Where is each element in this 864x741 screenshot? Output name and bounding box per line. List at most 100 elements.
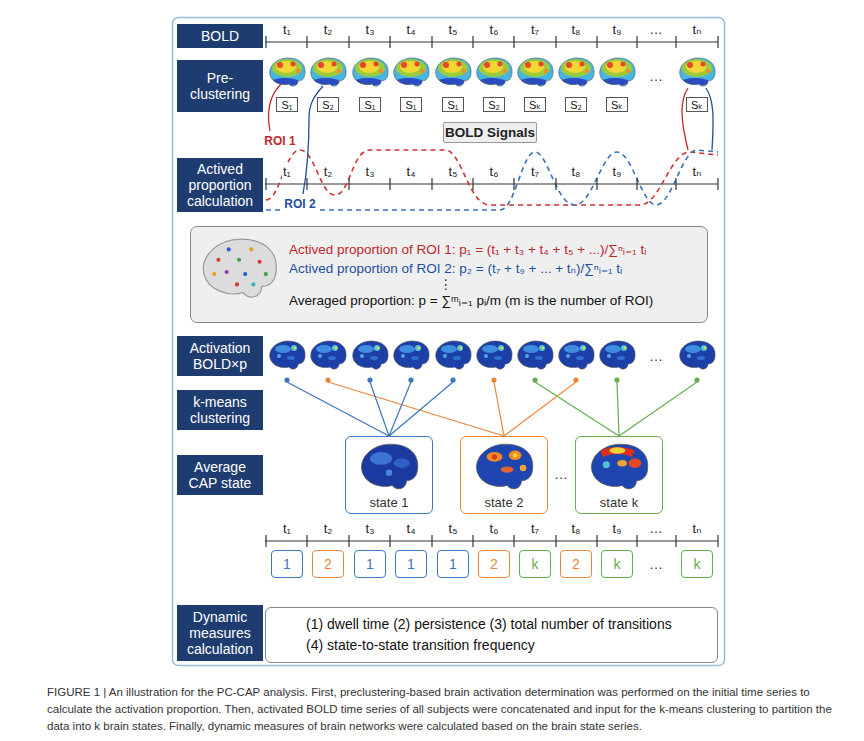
cluster-line xyxy=(535,382,619,436)
time-tick xyxy=(596,36,597,48)
node-text: (4) state-to-state transition frequency xyxy=(306,635,707,656)
time-label: t₇ xyxy=(530,522,540,536)
time-tick xyxy=(636,535,637,547)
node-text: S₁ xyxy=(277,99,297,111)
time-tick xyxy=(636,36,637,48)
step-label: BOLD xyxy=(177,24,263,48)
time-axis xyxy=(265,183,718,184)
brain-shape xyxy=(357,441,421,495)
ellipsis-mark: … xyxy=(648,557,664,571)
state-tag: S₁ xyxy=(400,97,422,112)
brain-image xyxy=(308,339,348,373)
time-label: … xyxy=(649,23,664,37)
time-label: t₄ xyxy=(406,23,417,37)
state-tag: S₂ xyxy=(565,97,587,112)
brain-image xyxy=(556,56,596,90)
brain-shape xyxy=(350,56,390,90)
state-tag: Sₖ xyxy=(686,97,708,112)
brain-image xyxy=(677,339,717,373)
time-label: t₈ xyxy=(570,522,581,536)
sequence-box: k xyxy=(681,550,713,578)
node-text: 2 xyxy=(313,556,343,572)
roi2-signal xyxy=(266,150,718,210)
node-text: state k xyxy=(576,495,662,510)
brain-shape xyxy=(308,56,348,90)
brain-shape xyxy=(391,56,431,90)
brain-image xyxy=(474,339,514,373)
node-text: BOLD xyxy=(180,28,260,44)
brain-shape xyxy=(515,339,555,373)
time-tick xyxy=(472,178,473,190)
roi1-signal xyxy=(266,150,718,205)
brain-shape xyxy=(433,339,473,373)
brain-shape xyxy=(677,56,717,90)
brain-shape xyxy=(474,339,514,373)
node-text: 1 xyxy=(438,556,468,572)
node-text: S₂ xyxy=(318,99,338,111)
brain-shape xyxy=(474,56,514,90)
time-label: tₙ xyxy=(692,23,703,37)
signal-label: BOLD Signals xyxy=(443,122,537,143)
sequence-box: 1 xyxy=(354,550,386,578)
time-label: t₁ xyxy=(282,522,292,536)
node-text: (1) dwell time (2) persistence (3) total… xyxy=(306,614,707,635)
ellipsis-mark: … xyxy=(648,349,664,363)
time-tick xyxy=(555,535,556,547)
time-label: t₅ xyxy=(448,165,459,179)
cluster-line xyxy=(619,382,697,436)
time-label: t₇ xyxy=(530,23,540,37)
cluster-line xyxy=(617,382,619,436)
time-tick xyxy=(675,535,676,547)
brain-image xyxy=(584,441,654,495)
brain-shape xyxy=(556,339,596,373)
state-box: state 2 xyxy=(460,436,548,514)
step-label: Pre- clustering xyxy=(177,60,263,112)
state-tag: S₂ xyxy=(317,97,339,112)
node-text: Sₖ xyxy=(687,99,707,111)
cluster-line xyxy=(370,382,389,436)
brain-image xyxy=(515,56,555,90)
brain-image xyxy=(391,56,431,90)
cluster-dot xyxy=(532,377,537,382)
sequence-box: k xyxy=(601,550,633,578)
time-label: t₄ xyxy=(406,522,417,536)
time-label: … xyxy=(649,522,664,536)
node-text: Sₖ xyxy=(525,99,545,111)
time-label: t₂ xyxy=(323,522,334,536)
brain-shape xyxy=(597,56,637,90)
sequence-box: 2 xyxy=(560,550,592,578)
state-box: state 1 xyxy=(345,436,433,514)
step-label: Average CAP state xyxy=(177,455,263,495)
time-tick xyxy=(717,535,718,547)
outer-frame xyxy=(173,18,725,666)
sequence-box: 2 xyxy=(312,550,344,578)
time-label: t₃ xyxy=(365,165,376,179)
time-tick xyxy=(306,178,307,190)
node-text: Dynamic measures calculation xyxy=(180,609,260,657)
brain-shape xyxy=(556,56,596,90)
node-text: Activation BOLD×p xyxy=(180,340,260,372)
time-tick xyxy=(306,535,307,547)
time-label: tₙ xyxy=(692,165,703,179)
time-axis xyxy=(265,540,718,541)
time-tick xyxy=(348,36,349,48)
state-box: state k xyxy=(575,436,663,514)
time-tick xyxy=(596,535,597,547)
cluster-dot xyxy=(325,377,330,382)
node-text: Average CAP state xyxy=(180,459,260,491)
time-tick xyxy=(513,36,514,48)
node-text: Actived proportion of ROI 2: p₂ = (t₇ + … xyxy=(289,259,701,278)
node-text: 1 xyxy=(396,556,426,572)
state-tag: Sₖ xyxy=(606,97,628,112)
time-tick xyxy=(389,535,390,547)
brain-image xyxy=(469,441,539,495)
node-text: S₂ xyxy=(484,99,504,111)
brain-image xyxy=(267,56,307,90)
time-tick xyxy=(431,178,432,190)
cluster-dot xyxy=(367,377,372,382)
cluster-dot xyxy=(694,377,699,382)
state-tag: S₂ xyxy=(483,97,505,112)
brain-image xyxy=(556,339,596,373)
time-label: t₆ xyxy=(489,23,500,37)
brain-shape xyxy=(391,339,431,373)
